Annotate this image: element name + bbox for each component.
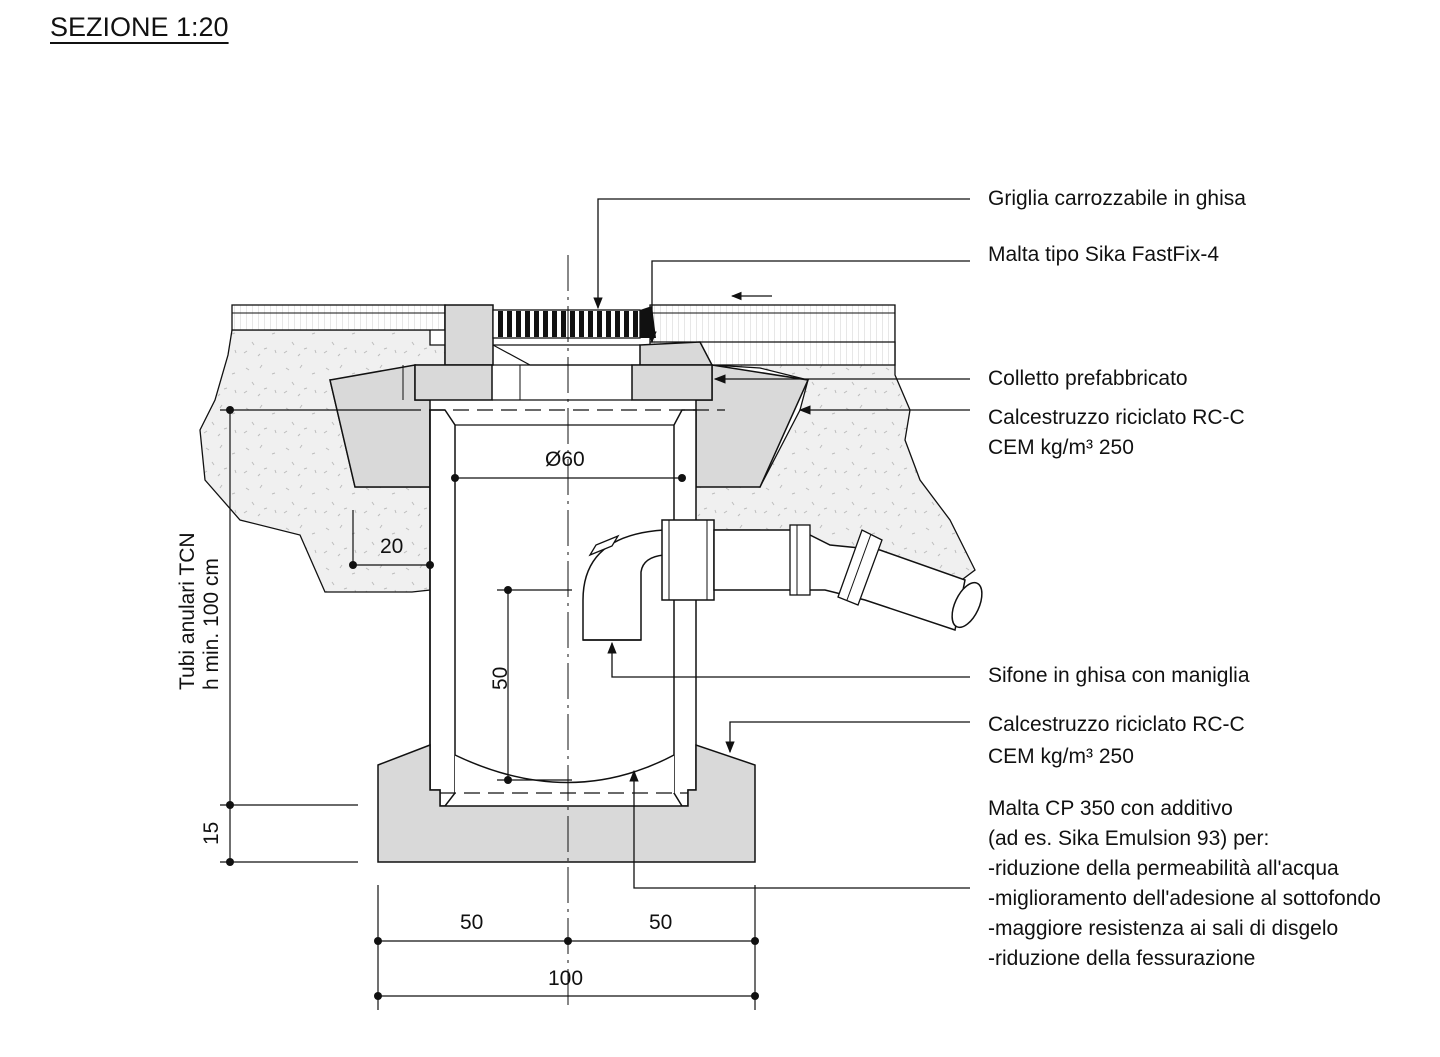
label-cls-top-2: CEM kg/m³ 250 [988, 436, 1134, 459]
label-sifone: Sifone in ghisa con maniglia [988, 664, 1250, 687]
siphon [582, 529, 665, 641]
label-griglia: Griglia carrozzabile in ghisa [988, 187, 1246, 210]
leader-griglia [593, 198, 970, 310]
collar-left [414, 364, 493, 401]
label-cls-bot-1: Calcestruzzo riciclato RC-C [988, 713, 1245, 736]
base-mortar [455, 755, 674, 793]
frame-left [444, 304, 494, 366]
leader-malta-cp [629, 769, 970, 889]
dim-base-thickness: 15 [200, 822, 223, 845]
label-cls-bot-2: CEM kg/m³ 250 [988, 745, 1134, 768]
dim-pipe-label-2: h min. 100 cm [200, 558, 223, 690]
dim-pipe-label-1: Tubi anulari TCN [176, 532, 199, 690]
pipe-wall-right [673, 409, 697, 807]
frame-right [639, 341, 714, 366]
pipe-wall-left [429, 409, 456, 807]
collar-right [631, 364, 713, 401]
outlet-pipe [661, 519, 983, 631]
leader-sifone [607, 641, 970, 678]
label-malta-cp-5: -riduzione della fessurazione [988, 947, 1256, 970]
grating [492, 306, 656, 339]
concrete-base [377, 743, 756, 863]
label-cls-top-1: Calcestruzzo riciclato RC-C [988, 406, 1245, 429]
dim-half-left: 50 [460, 911, 483, 934]
label-malta-cp-3: -miglioramento dell'adesione al sottofon… [988, 887, 1381, 910]
drawing-title: SEZIONE 1:20 [50, 12, 229, 42]
leader-cls-bot [725, 721, 970, 754]
dim-inner-height: 50 [489, 667, 512, 690]
pavement-left [231, 304, 446, 331]
dim-total-width: 100 [548, 967, 583, 990]
dim-diameter: Ø60 [545, 448, 585, 471]
label-colletto: Colletto prefabbricato [988, 367, 1188, 390]
label-malta-cp-1: (ad es. Sika Emulsion 93) per: [988, 827, 1270, 850]
dim-half-right: 50 [649, 911, 672, 934]
label-malta-cp-0: Malta CP 350 con additivo [988, 797, 1233, 820]
label-malta-cp-4: -maggiore resistenza ai sali di disgelo [988, 917, 1339, 940]
dim-wall-offset: 20 [380, 535, 403, 558]
label-malta-cp-2: -riduzione della permeabilità all'acqua [988, 857, 1339, 880]
leader-malta-fastfix [647, 260, 970, 344]
label-malta-fastfix: Malta tipo Sika FastFix-4 [988, 243, 1220, 266]
